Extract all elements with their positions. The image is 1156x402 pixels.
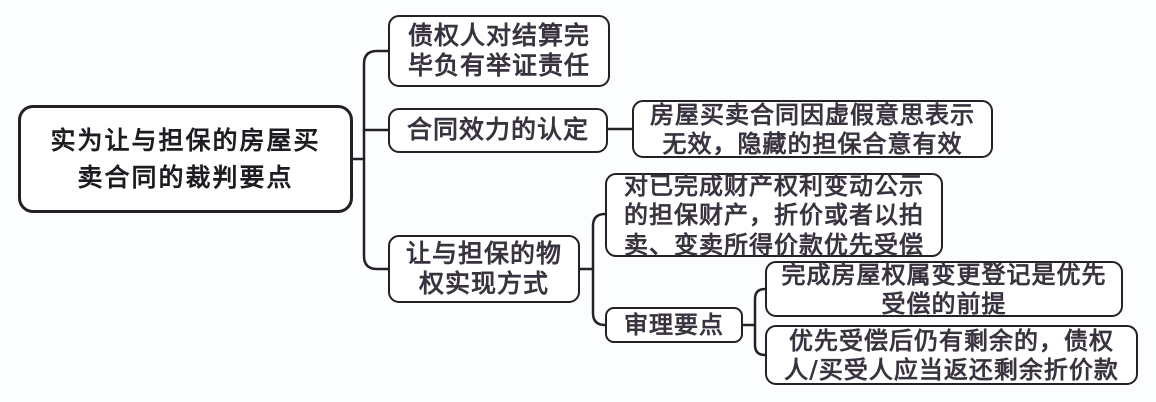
node-text-line: 卖合同的裁判要点 (77, 163, 294, 192)
node-text-line: 卖、变卖所得价款优先受偿 (624, 229, 924, 259)
node-property-right-realization[interactable]: 让与担保的物 权实现方式 (388, 235, 580, 303)
root-node[interactable]: 实为让与担保的房屋买 卖合同的裁判要点 (18, 105, 353, 213)
node-contract-validity[interactable]: 合同效力的认定 (388, 108, 608, 153)
connector-realization-bracket (591, 212, 607, 327)
node-text-line: 的担保财产，折价或者以拍 (624, 200, 924, 230)
node-text-line: 债权人对结算完 (407, 20, 590, 50)
node-text-line: 审理要点 (624, 310, 724, 340)
node-contract-validity-detail[interactable]: 房屋买卖合同因虚假意思表示 无效，隐藏的担保合意有效 (632, 100, 993, 158)
node-text-line: 毕负有举证责任 (407, 51, 590, 80)
node-registration-premise[interactable]: 完成房屋权属变更登记是优先 受偿的前提 (765, 259, 1123, 318)
node-text-line: 合同效力的认定 (406, 115, 589, 145)
node-priority-repayment-detail[interactable]: 对已完成财产权利变动公示 的担保财产，折价或者以拍 卖、变卖所得价款优先受偿 (605, 171, 943, 259)
node-text-line: 房屋买卖合同因虚假意思表示 (650, 99, 975, 129)
node-text-line: 实为让与担保的房屋买 (50, 125, 321, 155)
node-surplus-refund[interactable]: 优先受偿后仍有剩余的，债权 人/买受人应当返还剩余折价款 (765, 325, 1138, 385)
node-burden-of-proof[interactable]: 债权人对结算完 毕负有举证责任 (388, 15, 610, 87)
node-trial-points[interactable]: 审理要点 (605, 307, 743, 343)
node-text-line: 让与担保的物 (405, 238, 562, 268)
node-text-line: 人/买受人应当返还剩余折价款 (784, 355, 1119, 384)
connector-root-bracket (362, 49, 390, 271)
node-text-line: 受偿的前提 (881, 289, 1007, 318)
node-text-line: 对已完成财产权利变动公示 (624, 171, 924, 201)
node-text-line: 无效，隐藏的担保合意有效 (662, 129, 963, 158)
connector-trial-bracket (753, 287, 767, 357)
node-text-line: 完成房屋权属变更登记是优先 (781, 259, 1107, 289)
node-text-line: 优先受偿后仍有剩余的，债权 (789, 325, 1114, 355)
node-text-line: 权实现方式 (418, 269, 549, 298)
